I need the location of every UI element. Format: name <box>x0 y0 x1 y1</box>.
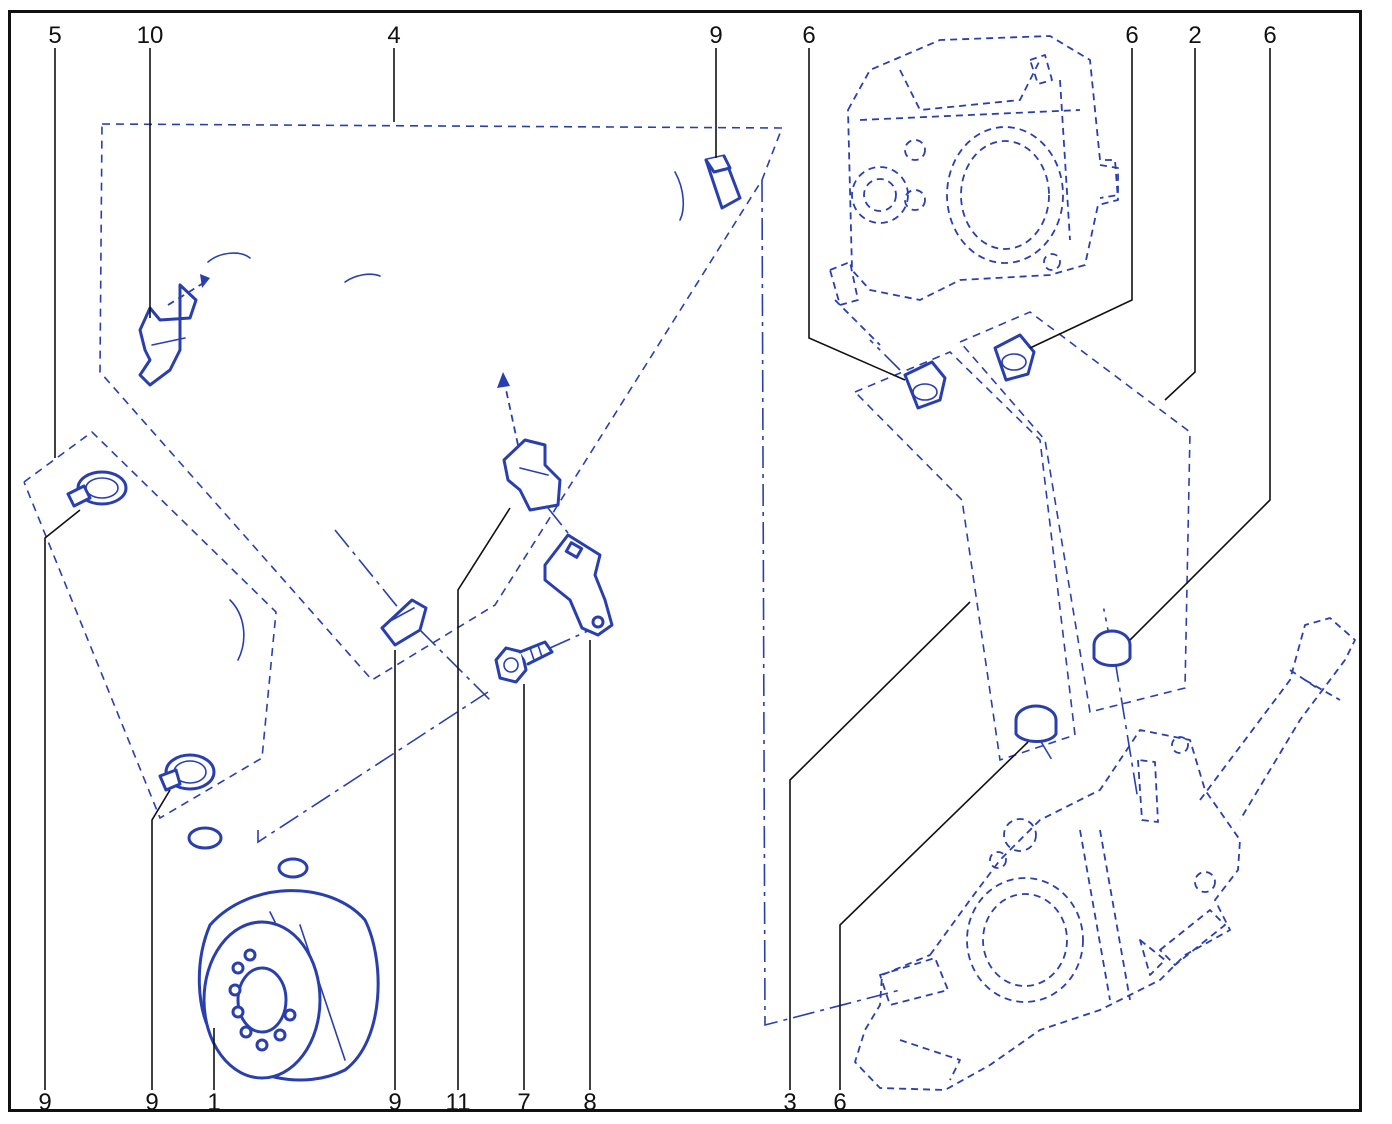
callout-bottom-8: 8 <box>583 1089 596 1116</box>
clip-10 <box>138 283 198 387</box>
bracket-8 <box>543 533 614 637</box>
group-outline-hose-5 <box>23 430 277 820</box>
clamp-6-hose-3-top <box>903 360 947 410</box>
clamp-9-hose-5-top <box>66 470 128 508</box>
clamp-9-hose-5-bottom <box>158 753 216 792</box>
callout-top-5: 5 <box>48 22 61 49</box>
clamp-6-hose-3-bottom <box>1014 704 1058 743</box>
callout-bottom-9-first: 9 <box>38 1089 51 1116</box>
hose-5 <box>91 496 264 764</box>
callout-top-6-right: 6 <box>1263 22 1276 49</box>
clamp-9-hose-4-top <box>704 154 742 210</box>
callout-bottom-9-second: 9 <box>145 1089 158 1116</box>
assembly-link-left <box>257 691 489 844</box>
clip-to-bracket-link <box>547 507 573 539</box>
callout-bottom-1: 1 <box>207 1089 220 1116</box>
bolt-7 <box>494 640 554 684</box>
clamp-6-hose-2-bottom <box>1092 629 1132 667</box>
hose-2-to-housing-link <box>1114 659 1139 801</box>
clamp-6-hose-2-top <box>993 333 1036 382</box>
leader-lines <box>44 48 1271 1090</box>
hose-3-to-housing-link <box>1039 739 1053 761</box>
coolant-housing-ghost <box>854 617 1356 1091</box>
bolt-to-bracket-link <box>549 629 591 649</box>
assembly-arrows <box>167 274 519 446</box>
oil-cooler <box>187 826 380 1082</box>
callout-bottom-6: 6 <box>833 1089 846 1116</box>
callout-labels: 5 10 4 9 6 6 2 6 9 9 1 9 11 7 8 3 6 <box>38 22 1276 1116</box>
callout-top-9: 9 <box>709 22 722 49</box>
hose-2 <box>1041 359 1165 609</box>
group-outlines <box>23 123 1191 1027</box>
callout-bottom-11: 11 <box>446 1089 471 1116</box>
assembly-link-right <box>761 179 901 1027</box>
callout-top-4: 4 <box>387 22 400 49</box>
callout-bottom-3: 3 <box>783 1089 796 1116</box>
callout-top-10: 10 <box>137 22 164 49</box>
callout-top-6-middle: 6 <box>1125 22 1138 49</box>
hose-clamps <box>66 154 1132 792</box>
hose-4 <box>207 169 721 551</box>
hose-3 <box>941 406 1041 709</box>
callout-top-2: 2 <box>1188 22 1201 49</box>
throttle-body-ghost <box>829 35 1119 346</box>
callout-bottom-9-third: 9 <box>388 1089 401 1116</box>
group-outline-hose-3 <box>854 351 1076 762</box>
group-outline-hose-2 <box>959 311 1191 713</box>
clip-11 <box>502 438 562 512</box>
hose-3-to-body-link <box>869 339 901 371</box>
clamp-9-hose-4-bottom <box>380 598 428 647</box>
callout-bottom-7: 7 <box>517 1089 530 1116</box>
group-outline-hose-4 <box>99 123 784 682</box>
callout-top-6-left: 6 <box>802 22 815 49</box>
clamp-to-pipe-link <box>419 629 491 701</box>
hose-to-clamp-link <box>334 529 401 611</box>
